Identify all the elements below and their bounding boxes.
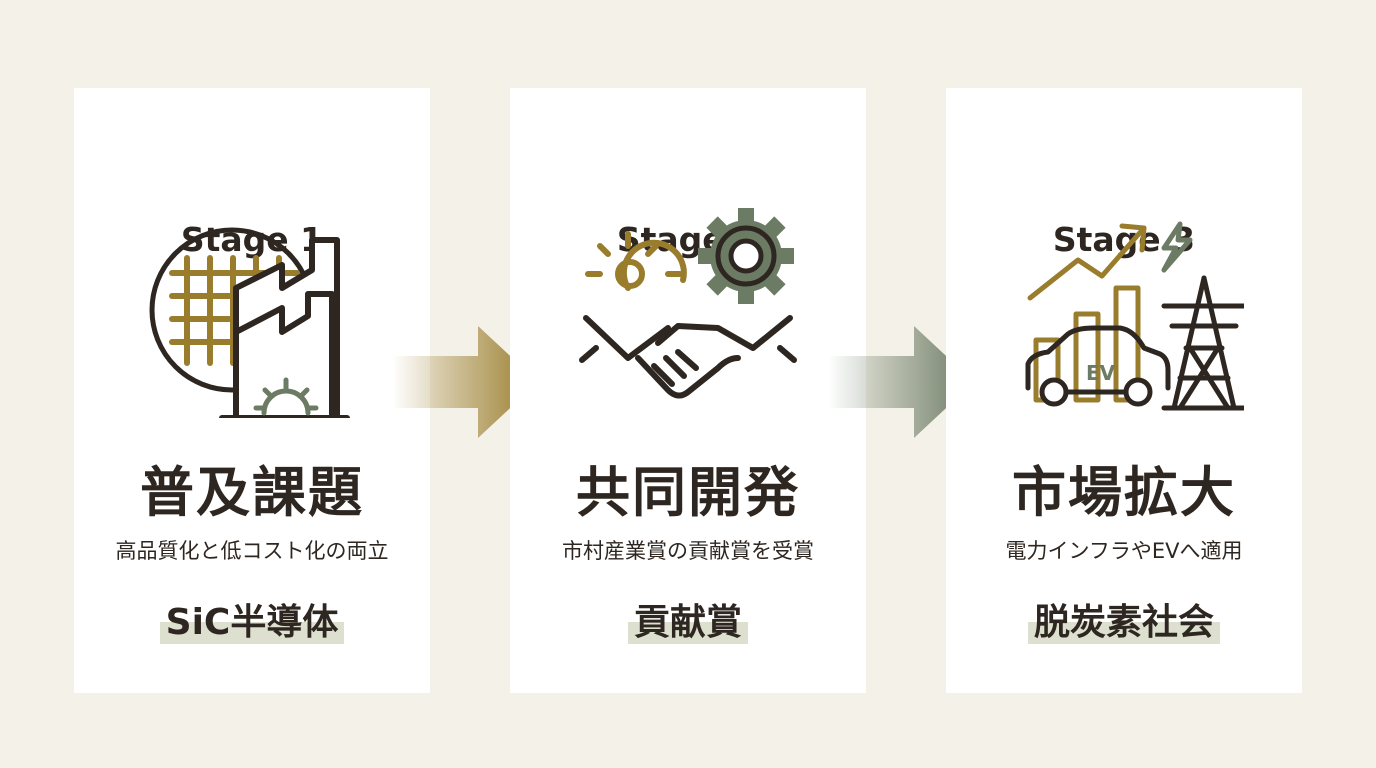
stage-card-3: Stage 3 EV 市場拡大 電力インフラやEVへ適用 脱炭 xyxy=(946,88,1302,693)
stage-tag: 脱炭素社会 xyxy=(1027,598,1221,648)
arrow-right-icon xyxy=(828,326,974,438)
wafer-factory-gear-icon xyxy=(149,227,350,418)
stage-title: 市場拡大 xyxy=(1012,460,1236,524)
stage-card-1: Stage 1 普及課題 高品質化と低コスト化の両立 SiC半導体 xyxy=(74,88,430,693)
ev-label: EV xyxy=(1086,361,1116,385)
arrow-right-icon xyxy=(392,326,538,438)
stage-tag: SiC半導体 xyxy=(159,598,345,648)
growth-ev-pylon-icon: EV xyxy=(1025,221,1244,411)
stage-tag: 貢献賞 xyxy=(627,598,749,648)
stage-title: 共同開発 xyxy=(576,460,800,524)
stage-card-2: Stage 2 xyxy=(510,88,866,693)
stage-description: 電力インフラやEVへ適用 xyxy=(1005,539,1243,563)
stage-description: 市村産業賞の貢献賞を受賞 xyxy=(562,539,814,563)
stage-label: Stage 1 xyxy=(180,220,324,259)
stage-description: 高品質化と低コスト化の両立 xyxy=(115,539,389,563)
stage-title: 普及課題 xyxy=(140,460,364,524)
handshake-gears-icon xyxy=(579,208,797,399)
